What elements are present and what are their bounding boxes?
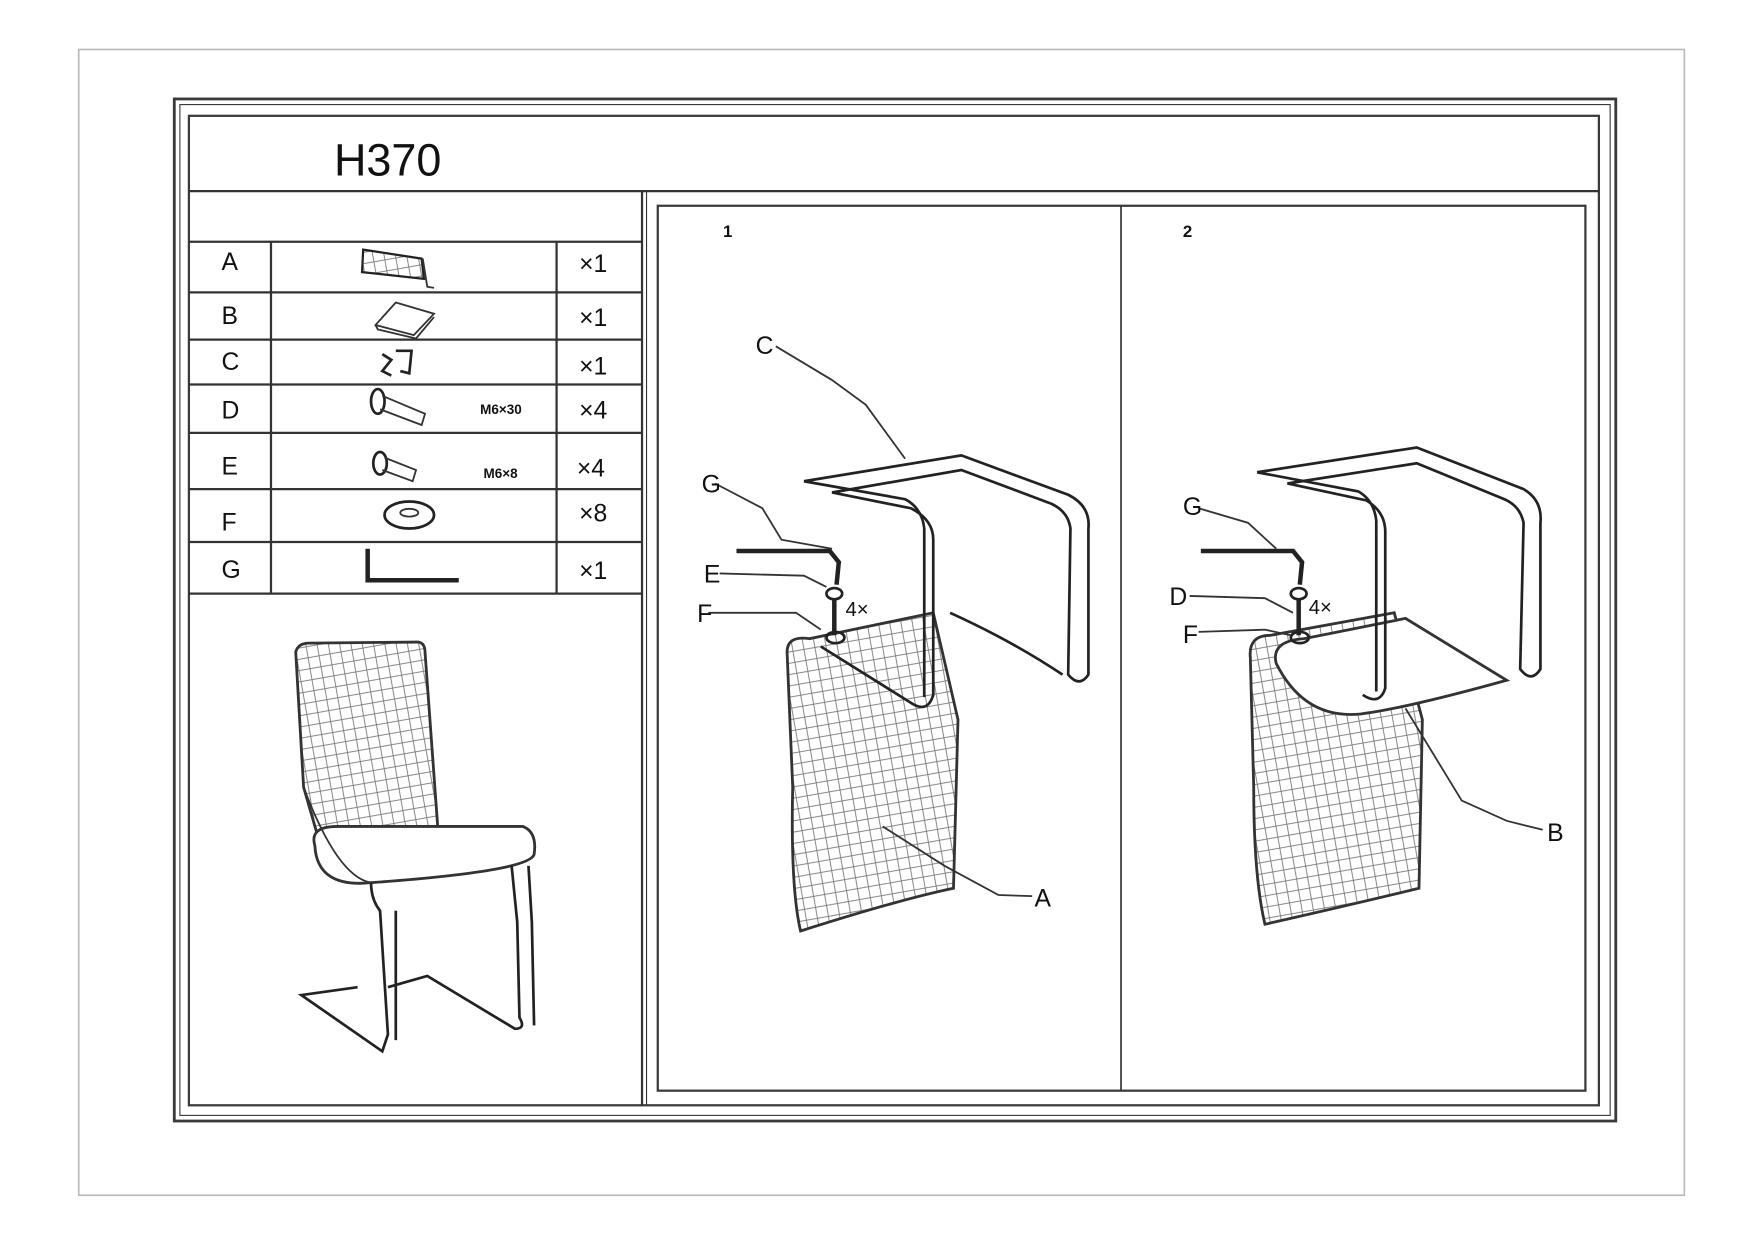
parts-row-f: F ×8 — [222, 500, 607, 537]
parts-row-c: C ×1 — [222, 349, 608, 380]
callout-a: A — [1034, 885, 1051, 912]
parts-row-e: E M6×8 ×4 — [222, 450, 605, 483]
allen-key-g — [1200, 548, 1305, 585]
part-letter: A — [222, 249, 239, 276]
leader-d — [1189, 595, 1294, 614]
part-letter: C — [222, 349, 240, 376]
parts-row-d: D M6×30 ×4 — [222, 387, 608, 427]
step-2: 2 G D F B 4× — [1169, 222, 1564, 926]
backrest-icon — [360, 248, 435, 289]
step-1: 1 C G E F A 4× — [697, 222, 1090, 933]
page-border — [77, 48, 1686, 1197]
part-letter: F — [222, 510, 237, 537]
callout-d: D — [1169, 584, 1187, 611]
part-qty: ×8 — [579, 501, 607, 528]
leader-g — [1198, 507, 1277, 550]
callout-f: F — [697, 601, 712, 628]
backrest-a — [785, 611, 960, 933]
seat-cushion-b — [1274, 616, 1511, 716]
leader-c — [775, 345, 906, 460]
outer-frame-inner-line — [179, 104, 1611, 1116]
part-qty: ×1 — [579, 305, 607, 332]
callout-f: F — [1183, 622, 1198, 649]
washer-icon — [383, 500, 436, 530]
part-qty: ×1 — [579, 251, 607, 278]
part-qty: ×4 — [577, 456, 605, 483]
callout-c: C — [756, 333, 774, 360]
part-letter: E — [222, 453, 239, 480]
part-letter: D — [222, 397, 240, 424]
parts-row-a: A ×1 — [222, 248, 607, 289]
bolt-long-icon — [369, 387, 427, 427]
bolt-washer-assembly — [1289, 586, 1311, 645]
step-number: 1 — [723, 222, 732, 241]
parts-row-b: B ×1 — [222, 301, 607, 340]
leader-f — [1198, 628, 1292, 637]
outer-frame — [172, 97, 1618, 1123]
assembled-chair-illustration — [294, 640, 537, 1054]
quantity-note: 4× — [846, 599, 869, 621]
part-letter: G — [222, 557, 241, 584]
part-spec: M6×30 — [480, 402, 522, 417]
seat-frame-c — [1256, 446, 1543, 701]
inner-frame — [187, 114, 1601, 1107]
leader-f — [708, 611, 822, 631]
leader-e — [719, 572, 827, 588]
part-qty: ×1 — [579, 353, 607, 380]
seat-frame-c — [803, 453, 1090, 709]
parts-row-g: G ×1 — [222, 548, 607, 585]
parts-table — [188, 240, 643, 595]
callout-g: G — [1183, 494, 1202, 521]
step-number: 2 — [1183, 222, 1192, 241]
bolt-short-icon — [371, 450, 418, 483]
leader-b — [1404, 707, 1543, 831]
allen-key-icon — [365, 548, 459, 583]
model-title: H370 — [334, 134, 442, 185]
callout-b: B — [1547, 820, 1563, 847]
part-spec: M6×8 — [483, 466, 518, 481]
leader-g — [714, 482, 833, 550]
bolt-washer-assembly — [825, 586, 846, 645]
callout-e: E — [704, 561, 721, 588]
callout-g: G — [702, 471, 721, 498]
quantity-note: 4× — [1309, 597, 1332, 619]
leader-a — [882, 825, 1033, 898]
frame-icon — [380, 349, 414, 377]
seat-cushion-icon — [373, 301, 436, 340]
part-qty: ×1 — [579, 558, 607, 585]
part-letter: B — [222, 303, 239, 330]
allen-key-g — [736, 548, 842, 585]
part-qty: ×4 — [579, 397, 607, 424]
